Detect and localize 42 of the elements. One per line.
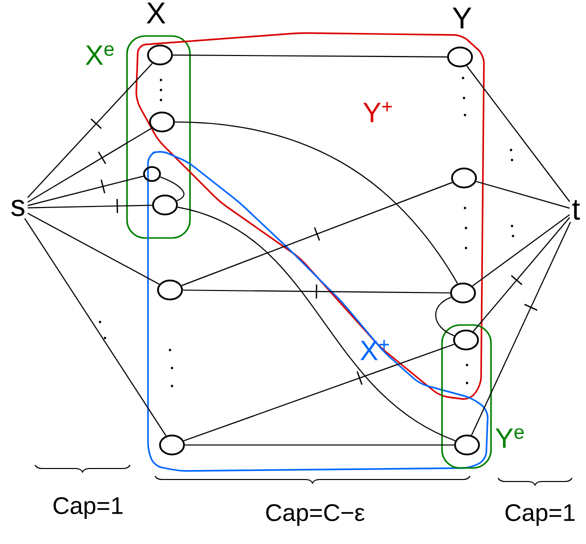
- vertex-circle: [149, 112, 175, 132]
- edge-line: [471, 222, 571, 436]
- vertex-circle: [157, 280, 183, 300]
- edge-line: [435, 296, 454, 336]
- vertex-label: t: [572, 200, 580, 220]
- set-label: X$^{e}$: [86, 45, 114, 65]
- vertex-circle: [159, 434, 185, 456]
- edge-line: [472, 214, 570, 286]
- edge-line: [184, 444, 454, 446]
- edge-line: [174, 121, 458, 284]
- edge-line: [181, 182, 453, 286]
- edge-line: [472, 217, 570, 332]
- vertex-circle: [454, 434, 480, 456]
- edge-line: [184, 344, 454, 442]
- edge-line: [27, 62, 153, 198]
- edge-line: [24, 218, 166, 436]
- vertex-circle: [143, 166, 161, 182]
- capacity-label: Cap=C−ε: [266, 504, 365, 526]
- edge-line: [160, 176, 184, 202]
- set-label: X$^{+}$: [360, 340, 389, 360]
- edge-line: [27, 128, 152, 203]
- edge-line: [177, 206, 456, 442]
- vertex-circle: [447, 46, 473, 68]
- set-label: Y$^{e}$: [496, 428, 524, 448]
- edge-line: [172, 54, 448, 58]
- edge-line: [28, 198, 152, 213]
- capacity-label: Cap=1: [506, 504, 575, 526]
- vertex-label: s: [11, 200, 24, 216]
- edge-line: [476, 180, 570, 209]
- vertex-circle: [451, 168, 477, 188]
- vertex-circle: [147, 44, 173, 66]
- edge-line: [27, 212, 160, 285]
- vertex-circle: [152, 194, 178, 216]
- axis-label: X: [146, 2, 166, 24]
- vertex-circle: [453, 330, 479, 350]
- edge-line: [28, 176, 144, 206]
- edge-line: [182, 284, 450, 298]
- capacity-label: Cap=1: [54, 497, 122, 519]
- edge-line: [466, 66, 570, 202]
- set-label: Y$^{+}$: [363, 102, 392, 122]
- vertex-circle: [450, 282, 476, 304]
- axis-label: Y: [452, 8, 472, 28]
